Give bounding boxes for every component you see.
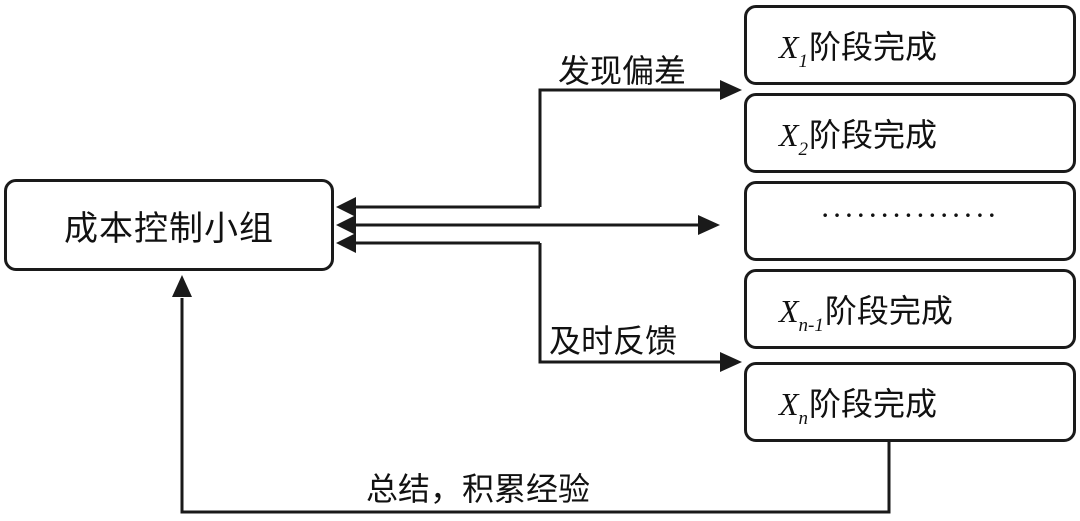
arrow-to-x1 — [538, 88, 722, 207]
stage-variable: X — [779, 386, 799, 422]
arrowhead-xn — [720, 352, 742, 372]
feedback-label: 及时反馈 — [549, 322, 678, 360]
stage-variable: X — [779, 117, 799, 153]
arrowhead-main-2 — [336, 215, 356, 235]
stage-text: 阶段完成 — [809, 116, 938, 154]
arrowhead-x1 — [720, 80, 742, 100]
ellipsis-dots: ··············· — [820, 198, 1000, 232]
stage-subscript: n — [798, 408, 809, 429]
stage-text: 阶段完成 — [824, 292, 953, 330]
stage-variable: X — [779, 293, 799, 329]
stage-subscript: 1 — [798, 51, 809, 72]
summary-loop-line — [180, 298, 891, 514]
cost-control-team-label: 成本控制小组 — [64, 208, 274, 249]
stage-text: 阶段完成 — [809, 28, 938, 66]
stage-subscript: n-1 — [798, 315, 824, 336]
deviation-label: 发现偏差 — [558, 52, 687, 90]
summary-label: 总结，积累经验 — [366, 470, 591, 508]
stage-text: 阶段完成 — [809, 385, 938, 423]
stage-ellipsis-node: ··············· — [744, 181, 1076, 261]
arrowhead-main-bottom — [172, 275, 192, 297]
arrow-to-xn — [538, 243, 722, 364]
arrowhead-main-3 — [336, 233, 356, 253]
stage-variable: X — [779, 29, 799, 65]
arrowhead-ellipsis — [698, 215, 720, 235]
stage-subscript: 2 — [798, 139, 809, 160]
cost-control-team-node: 成本控制小组 — [4, 179, 334, 271]
arrowhead-main-1 — [336, 197, 356, 217]
